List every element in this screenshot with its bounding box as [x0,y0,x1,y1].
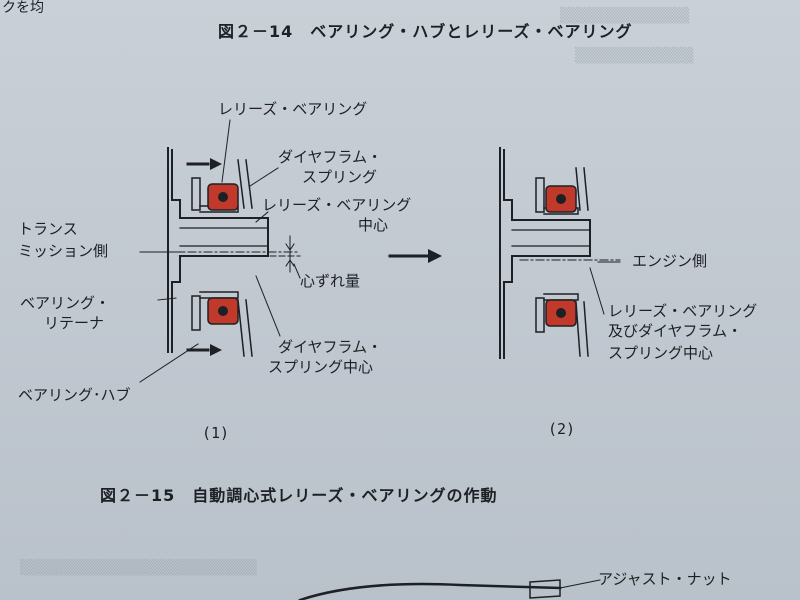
label-transmission-line2: ミッション側 [18,242,109,260]
p2-retainer-flange [503,149,591,359]
label-release-bearing: レリーズ・ベアリング [218,100,368,118]
label-bearing-hub: ベアリング･ハブ [18,386,131,404]
label-combined-center-line2: 及びダイヤフラム・ [608,322,743,340]
label-release-center-line1: レリーズ・ベアリング [262,196,412,214]
label-diaphragm-center-line2: スプリング中心 [268,358,374,376]
label-bearing-retainer-line1: ベアリング・ [20,294,111,312]
label-engine-side: エンジン側 [632,252,708,270]
label-diaphragm-center-line1: ダイヤフラム・ [278,338,383,356]
label-transmission-line1: トランス [18,220,78,238]
label-offset-amount: 心ずれ量 [300,272,361,290]
p1-retainer-flange [171,149,269,353]
bleed-through-text: ▒▒▒▒▒▒▒▒▒▒▒▒ [560,8,690,24]
figure-14-title: 図２－14 ベアリング・ハブとレリーズ・ベアリング [218,22,633,41]
header-fragment: クを均 [2,0,44,16]
label-bearing-retainer-line2: リテーナ [44,314,105,332]
panel-1-caption: (1) [202,424,230,442]
label-adjust-nut: アジャスト・ナット [598,570,732,588]
label-diaphragm-spring-line1: ダイヤフラム・ [278,148,383,166]
bleed-through-text: ▒▒▒▒▒▒▒▒▒▒▒▒▒▒▒▒▒▒▒▒▒▒ [20,560,257,576]
label-release-center-line2: 中心 [358,216,389,234]
label-diaphragm-spring-line2: スプリング [302,168,378,186]
label-combined-center-line1: レリーズ・ベアリング [608,302,758,320]
figure-15-title: 図２－15 自動調心式レリーズ・ベアリングの作動 [100,486,498,505]
bleed-through-text: ▒▒▒▒▒▒▒▒▒▒▒ [575,48,694,64]
label-combined-center-line3: スプリング中心 [608,344,714,362]
panel-2-caption: (2) [548,420,576,438]
